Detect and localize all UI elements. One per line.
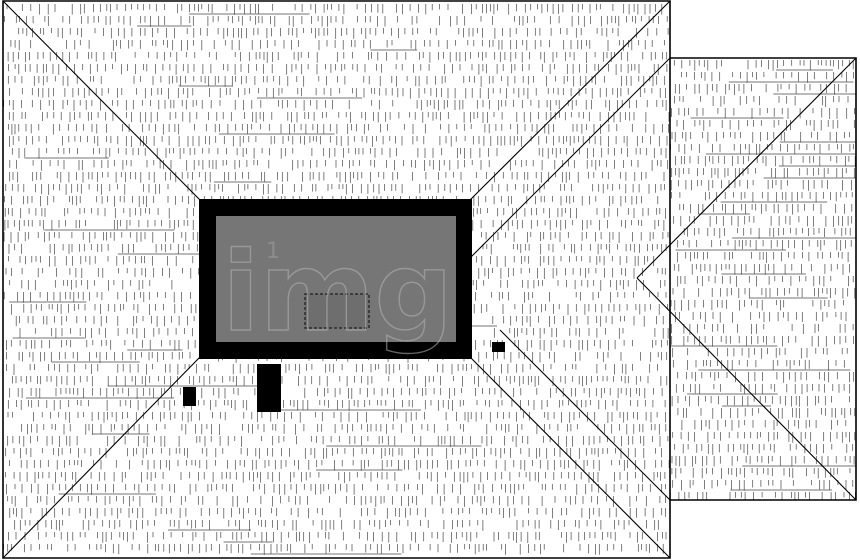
wing-roof-outline — [670, 57, 857, 501]
hip-line-bottom-left — [2, 356, 201, 559]
watermark: img — [222, 228, 453, 356]
hip-line-top-left — [2, 0, 201, 201]
small-vent — [492, 342, 505, 352]
hip-line-bottom-right — [469, 356, 671, 559]
roof-tile-pattern-wing — [670, 60, 856, 500]
roof-tile-strokes — [670, 60, 856, 500]
vent-pipe — [183, 387, 196, 406]
wing-hip-top — [636, 57, 857, 279]
hip-line-top-right — [469, 0, 671, 201]
skylight-vent — [304, 293, 370, 329]
skylight: 1 — [199, 199, 472, 359]
valley-line-upper — [469, 57, 671, 259]
skylight-mark: 1 — [266, 239, 280, 264]
valley-line-lower — [499, 329, 671, 501]
chimney — [257, 364, 281, 412]
wing-hip-bottom — [636, 277, 857, 501]
roof-penetrations — [183, 342, 505, 412]
